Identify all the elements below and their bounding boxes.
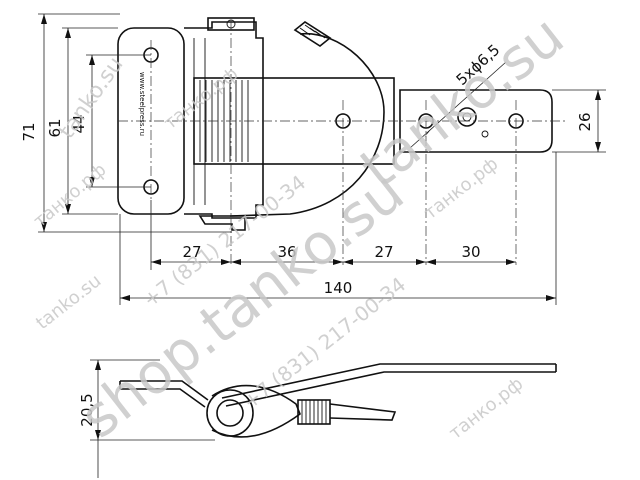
watermarks: tanko.su tanko.su shop.tanko.su танко.рф… [30, 3, 576, 451]
stamp-text: www.steelpress.ru [138, 72, 146, 136]
dim-71: 71 [20, 122, 38, 141]
dim-27a: 27 [182, 243, 201, 261]
wire-bail [229, 33, 385, 217]
side-spring [297, 399, 331, 425]
pin-hole [457, 107, 477, 127]
dim-20-5: 20,5 [78, 393, 96, 426]
barrel-inner [216, 399, 244, 427]
dim-44: 44 [70, 114, 88, 133]
vertical-dimensions: 71 61 44 26 [20, 13, 606, 233]
horizontal-dimensions: 27 36 27 30 140 [119, 152, 557, 305]
watermark-text: tanko.su [32, 270, 105, 334]
spring [293, 21, 332, 47]
dim-61: 61 [46, 118, 64, 137]
hinge-body [184, 21, 264, 219]
watermark-text: танко.рф [30, 159, 111, 231]
dim-27b: 27 [374, 243, 393, 261]
top-view: www.steelpress.ru [117, 17, 568, 265]
dim-140: 140 [324, 279, 353, 297]
dim-30: 30 [461, 243, 480, 261]
dim-26: 26 [576, 112, 594, 131]
dim-36: 36 [277, 243, 296, 261]
latch-plate [399, 89, 553, 153]
side-view: 20,5 [78, 359, 557, 478]
watermark-text: танко.рф [445, 373, 527, 444]
